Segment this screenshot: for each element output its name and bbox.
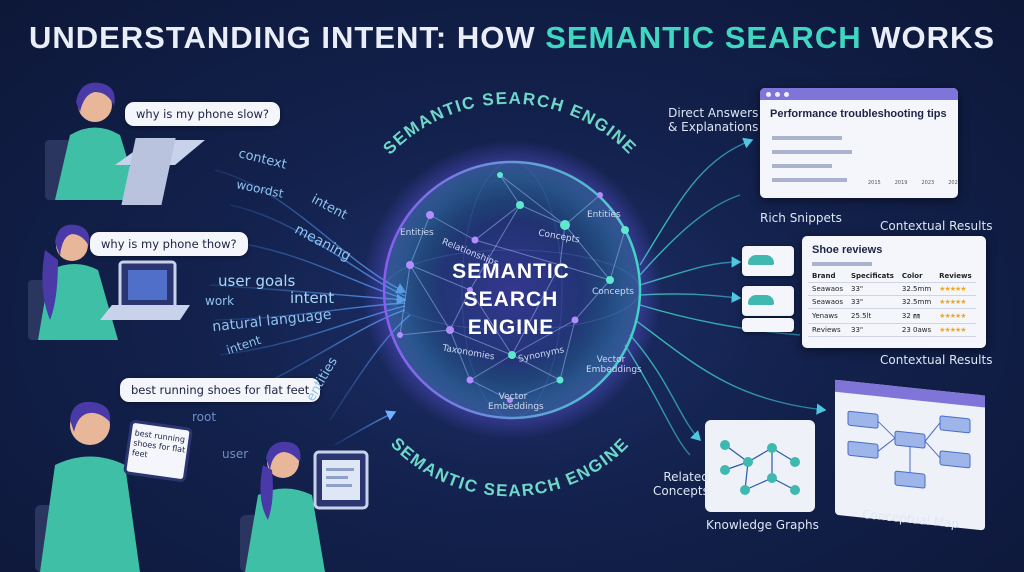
table-cell: 23 0aws <box>897 323 936 337</box>
person-laptop-2 <box>28 224 190 340</box>
related-concepts-label: Related Concepts <box>653 470 709 498</box>
stream-word: intent <box>290 289 335 307</box>
person-tablet-1 <box>35 401 193 572</box>
shoe-reviews-card[interactable]: Shoe reviews Brand Specificats Color Rev… <box>802 236 986 348</box>
rating-stars: ★★★★★ <box>935 323 976 337</box>
node-label: Vector Embeddings <box>488 392 544 412</box>
shoe-card-title: Shoe reviews <box>812 244 883 256</box>
perf-card-title: Performance troubleshooting tips <box>770 108 947 120</box>
card-titlebar <box>760 88 958 100</box>
shoe-snippet-1[interactable] <box>742 246 794 276</box>
conceptual-map-illustration <box>835 379 985 531</box>
engine-core-label: SEMANTIC SEARCH ENGINE <box>430 258 592 342</box>
table-cell: 33" <box>846 282 898 296</box>
table-header: Reviews <box>935 270 976 283</box>
node-label: Concepts <box>592 287 634 297</box>
title-part-1: UNDERSTANDING INTENT: HOW <box>28 20 546 55</box>
contextual-results-label-2: Contextual Results <box>880 353 993 367</box>
table-row: Reviews 33" 23 0aws ★★★★★ <box>808 323 976 337</box>
node-label: Vector Embeddings <box>586 355 642 375</box>
person-laptop-1 <box>45 82 205 205</box>
ring-label-bottom: SEMANTIC SEARCH ENGINE <box>387 434 633 500</box>
stream-word: user <box>222 447 249 461</box>
query-bubble-3: best running shoes for flat feet <box>120 378 321 402</box>
table-cell: 32.5mm <box>897 295 936 309</box>
label-line: Concepts <box>653 484 709 498</box>
core-line: SEMANTIC <box>452 260 570 283</box>
stream-word: root <box>192 410 217 424</box>
title-highlight: SEMANTIC SEARCH <box>545 20 862 55</box>
chart-years: 2015 2019 2023 2022 <box>868 180 958 186</box>
contextual-results-label-1: Contextual Results <box>880 219 993 233</box>
table-cell: 32.5mm <box>897 282 936 296</box>
chart-year: 2019 <box>894 180 908 186</box>
node-label: Entities <box>587 210 621 220</box>
table-cell: 33" <box>846 323 898 337</box>
query-bubble-2: why is my phone thow? <box>90 232 248 256</box>
query-bubble-1: why is my phone slow? <box>125 102 281 126</box>
table-cell: 33" <box>846 295 898 309</box>
person-tablet-2 <box>240 441 369 572</box>
chart-year: 2022 <box>948 180 958 186</box>
rating-stars: ★★★★★ <box>935 282 976 296</box>
rating-stars: ★★★★★ <box>935 295 976 309</box>
core-line: ENGINE <box>467 316 555 339</box>
table-row: Seawaos 33" 32.5mm ★★★★★ <box>808 295 976 309</box>
direct-answers-label: Direct Answers & Explanations <box>668 106 758 134</box>
knowledge-graphs-label: Knowledge Graphs <box>706 518 819 532</box>
table-cell: 32 ㎜ <box>897 308 936 324</box>
table-cell: Seawaos <box>808 282 847 296</box>
stream-word: user goals <box>218 272 296 290</box>
table-header: Color <box>897 270 936 283</box>
chart-year: 2015 <box>868 180 881 186</box>
core-line: SEARCH <box>463 288 559 311</box>
shoe-table: Brand Specificats Color Reviews Seawaos … <box>808 270 976 337</box>
table-cell: Seawaos <box>808 295 847 309</box>
knowledge-graph-illustration <box>705 420 815 512</box>
performance-card[interactable]: Performance troubleshooting tips 2015 20… <box>760 88 958 198</box>
table-cell: 25.5lt <box>846 308 898 324</box>
label-line: Related <box>663 470 709 484</box>
perf-card-lines <box>772 136 852 182</box>
table-cell: Reviews <box>808 323 847 337</box>
stream-word: work <box>205 294 235 308</box>
shoe-snippet-2[interactable] <box>742 286 794 316</box>
chart-year: 2023 <box>921 180 935 186</box>
title-part-2: WORKS <box>861 20 996 55</box>
node-label: Entities <box>400 228 434 238</box>
label-line: Direct Answers <box>668 106 759 120</box>
page-title: UNDERSTANDING INTENT: HOW SEMANTIC SEARC… <box>0 20 1024 56</box>
rich-snippets-label: Rich Snippets <box>760 211 842 225</box>
table-row: Seawaos 33" 32.5mm ★★★★★ <box>808 282 976 296</box>
table-cell: Yenaws <box>808 308 847 324</box>
rating-stars: ★★★★★ <box>935 308 976 324</box>
table-row: Yenaws 25.5lt 32 ㎜ ★★★★★ <box>808 308 976 324</box>
shoe-snippet-3[interactable] <box>742 318 794 332</box>
table-header: Specificats <box>846 270 898 283</box>
label-line: & Explanations <box>668 120 759 134</box>
table-header: Brand <box>808 270 847 283</box>
semantic-engine-sphere <box>362 140 662 440</box>
